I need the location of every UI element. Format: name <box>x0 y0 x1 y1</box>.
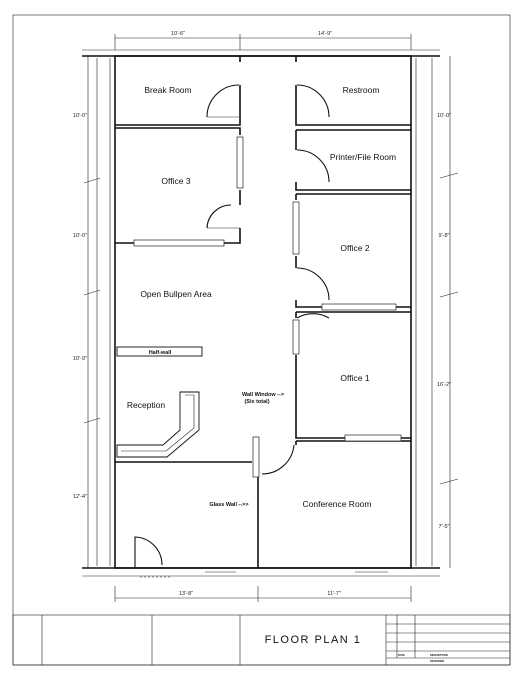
exterior-wall-top <box>82 49 440 57</box>
title-block <box>12 614 511 666</box>
dim-right-1: 10'-0" <box>437 113 451 119</box>
wall-windows <box>133 136 402 478</box>
label-break-room: Break Room <box>144 85 191 95</box>
label-printer-file-room: Printer/File Room <box>330 152 396 162</box>
dim-right-3: 16'-2" <box>437 382 451 388</box>
exterior-windows-bottom <box>140 571 388 578</box>
label-conference-room: Conference Room <box>303 499 372 509</box>
dim-bottom-right: 11'-7" <box>327 591 341 597</box>
note-wall-window-count: (Six total) <box>244 399 269 405</box>
dim-bottom-left: 13'-8" <box>179 591 193 597</box>
label-reception: Reception <box>127 400 166 410</box>
label-open-bullpen: Open Bullpen Area <box>140 289 212 299</box>
right-column-strip <box>415 58 433 566</box>
dim-right-2: 9'-8" <box>439 233 450 239</box>
dim-left-2: 10'-0" <box>73 233 87 239</box>
dim-left-4: 12'-4" <box>73 494 87 500</box>
half-wall <box>116 346 203 357</box>
title-block-date-header: DATE <box>398 653 405 657</box>
title-floor-plan: FLOOR PLAN 1 <box>265 634 362 646</box>
label-office-3: Office 3 <box>161 176 190 186</box>
dim-left-3: 10'-9" <box>73 356 87 362</box>
dim-right-4: 7'-5" <box>439 524 450 530</box>
label-restroom: Restroom <box>343 85 380 95</box>
title-block-revisions: REVISIONS <box>430 659 444 663</box>
note-glass-wall: Glass Wall -->> <box>209 502 248 508</box>
doors <box>134 84 330 568</box>
left-column-strip <box>96 58 111 566</box>
dim-left-1: 10'-0" <box>73 113 87 119</box>
title-block-description-header: DESCRIPTION <box>430 653 448 657</box>
label-office-1: Office 1 <box>340 373 369 383</box>
dim-top-left: 10'-6" <box>171 31 185 37</box>
label-office-2: Office 2 <box>340 243 369 253</box>
interior-walls <box>115 56 411 568</box>
dim-top-right: 14'-9" <box>318 31 332 37</box>
note-half-wall: Half-wall <box>149 350 172 356</box>
note-wall-window: Wall Window --> <box>242 392 284 398</box>
dimension-lines <box>83 34 459 602</box>
